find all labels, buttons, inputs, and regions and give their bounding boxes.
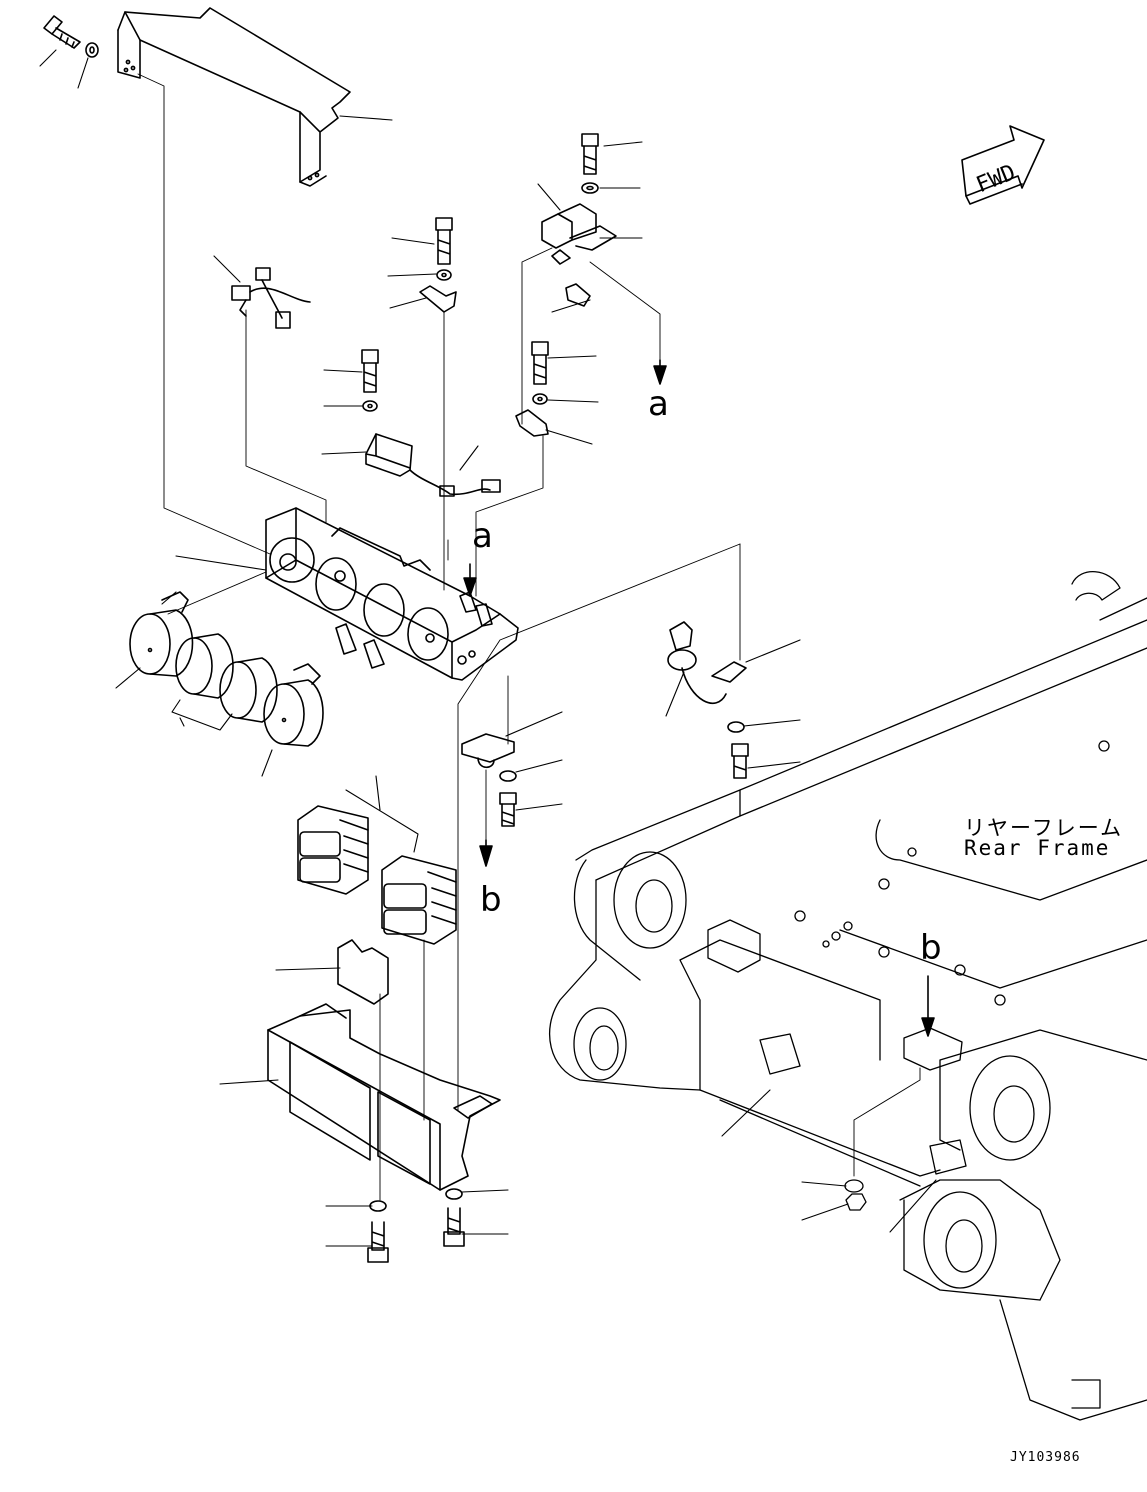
leader-lines [39, 49, 937, 1247]
marker-b-right: b [920, 928, 942, 968]
lamp-housing [265, 507, 519, 681]
bolt-center-middle [361, 349, 379, 412]
drawing-code: JY103986 [1010, 1450, 1081, 1465]
square-work-lamp-1 [297, 805, 369, 895]
lower-fasteners [367, 1188, 465, 1263]
marker-a-upper: a [648, 384, 669, 424]
rear-frame-label-jp: リヤーフレーム [964, 816, 1124, 840]
square-work-lamp-2 [381, 855, 457, 945]
direction-arrows [463, 359, 935, 1037]
lower-lamp-bracket [267, 1003, 501, 1191]
lower-cover-plate [337, 939, 389, 1005]
round-lamp-3 [219, 657, 278, 723]
top-cover-bracket [117, 7, 351, 187]
marker-a-lower: a [472, 516, 493, 556]
round-lamp-1 [129, 591, 194, 677]
fwd-arrow-icon: FWD [961, 125, 1045, 205]
round-lamp-2 [175, 633, 234, 699]
rear-frame-body [548, 571, 1147, 1421]
fwd-label: FWD [973, 160, 1019, 198]
switch-assembly [541, 133, 617, 307]
dash-connectors [137, 73, 921, 1201]
plug-switch [667, 621, 749, 779]
horn-unit [461, 733, 517, 827]
marker-b-left: b [480, 880, 502, 920]
rear-frame-label-en: Rear Frame [964, 836, 1111, 860]
wire-harness-connector [231, 267, 311, 329]
top-bolt [43, 15, 99, 58]
relay-module [365, 433, 501, 497]
bolt-right-middle [515, 341, 549, 437]
bolt-center-top [419, 217, 457, 313]
round-lamp-4 [263, 663, 324, 747]
